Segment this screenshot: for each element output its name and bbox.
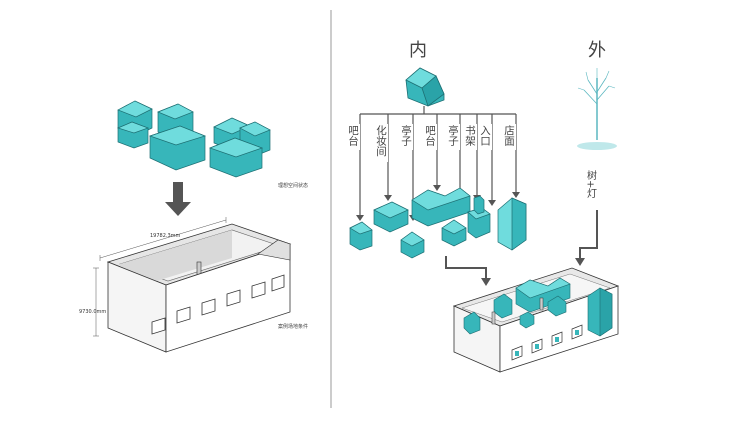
arrow-head-icon xyxy=(481,278,491,286)
inner-house-icon xyxy=(405,67,445,107)
tree-icon xyxy=(577,68,617,150)
element-blocks xyxy=(349,187,527,259)
inner-label-pavilion-1: 亭子 xyxy=(400,124,412,146)
inner-label-entrance: 入口 xyxy=(479,125,491,146)
inner-label-group: 吧台 化妆间 亭子 吧台 亭子 书架 入口 店面 xyxy=(347,124,516,162)
caption-ideal: 理想空间状态 xyxy=(278,182,308,189)
arrow-head-icon xyxy=(575,258,585,266)
dimension-width: 9730.0mm xyxy=(79,309,106,315)
inner-label-dressing-room: 化妆间 xyxy=(375,124,387,157)
merge-arrows xyxy=(445,210,598,278)
dimension-length: 19782.3mm xyxy=(150,233,181,239)
inner-label-bar-2: 吧台 xyxy=(424,125,436,147)
inner-label-pavilion-2: 亭子 xyxy=(447,124,459,146)
ideal-space-blocks xyxy=(116,100,271,178)
down-arrow-icon xyxy=(165,182,191,216)
title-outer: 外 xyxy=(588,40,606,61)
final-model xyxy=(452,267,620,373)
outer-label: 树+灯 xyxy=(585,169,597,199)
site-building xyxy=(93,217,292,353)
title-inner: 内 xyxy=(409,40,427,61)
inner-label-storefront: 店面 xyxy=(503,124,515,147)
inner-label-bookshelf: 书架 xyxy=(464,125,476,147)
inner-label-bar-1: 吧台 xyxy=(347,125,359,147)
caption-site: 案例场地条件 xyxy=(278,323,308,330)
